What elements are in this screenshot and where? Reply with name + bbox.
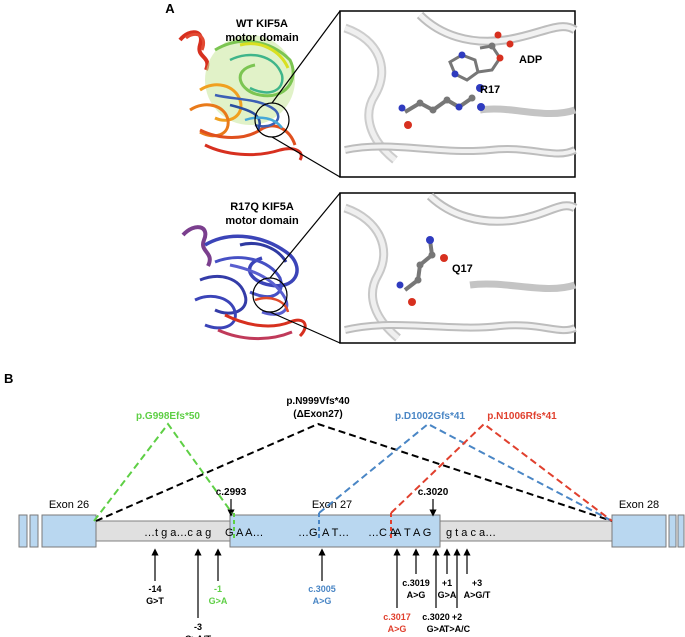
exon28-edge-2 bbox=[677, 514, 685, 548]
seq-exon-a: A A… bbox=[236, 527, 264, 539]
variant-position-label: c.3017 bbox=[383, 612, 411, 622]
wt-r17-sidechain bbox=[398, 84, 485, 129]
variant-change-label: A>G/T bbox=[464, 590, 491, 600]
wt-zoom-line-top bbox=[271, 10, 341, 104]
pos-c3020-label: c.3020 bbox=[418, 487, 449, 498]
wt-adp-molecule bbox=[448, 31, 514, 82]
variant-change-label: C>A/T bbox=[185, 634, 212, 637]
wt-zoom-line-bottom bbox=[271, 136, 341, 178]
variant-position-label: c.3005 bbox=[308, 584, 336, 594]
variant-change-label: A>G bbox=[388, 624, 407, 634]
exon28-box bbox=[611, 514, 667, 548]
variant-change-label: T>A/C bbox=[444, 624, 471, 634]
panel-b-letter: B bbox=[4, 371, 13, 386]
mut-title-line2: motor domain bbox=[225, 215, 299, 227]
variant-change-label: G>A bbox=[209, 596, 228, 606]
fs-n999-label-2: (ΔExon27) bbox=[293, 409, 342, 420]
wt-protein-structure bbox=[178, 30, 303, 161]
panel-a-letter: A bbox=[165, 1, 175, 16]
exon27-box bbox=[229, 514, 441, 548]
r17q-zoom-line-top bbox=[269, 192, 341, 279]
fs-n1006-label: p.N1006Rfs*41 bbox=[487, 411, 557, 422]
fs-g998-label: p.G998Efs*50 bbox=[136, 411, 200, 422]
variant-position-label: -14 bbox=[148, 584, 161, 594]
seq-mid-1: …G bbox=[298, 527, 318, 539]
variant-position-label: -3 bbox=[194, 622, 202, 632]
seq-mid-3: …C A bbox=[368, 527, 397, 539]
splice-n1006rfs bbox=[390, 422, 613, 522]
wt-title-line1: WT KIF5A bbox=[236, 18, 288, 30]
variant-change-label: G>T bbox=[146, 596, 164, 606]
q17-label: Q17 bbox=[452, 263, 473, 275]
variant-change-label: A>G bbox=[407, 590, 426, 600]
variant-change-label: A>G bbox=[313, 596, 332, 606]
variant-position-label: c.3019 bbox=[402, 578, 430, 588]
variant-position-label: c.3020 bbox=[422, 612, 450, 622]
exon26-edge-2 bbox=[29, 514, 39, 548]
r17q-zoom-line-bottom bbox=[269, 311, 341, 344]
exon26-box bbox=[41, 514, 97, 548]
seq-red-a: A bbox=[394, 527, 402, 539]
seq-exon-end: T A G bbox=[404, 527, 431, 539]
q17-sidechain bbox=[396, 236, 448, 306]
exon26-edge-1 bbox=[18, 514, 28, 548]
fs-n999-label-1: p.N999Vfs*40 bbox=[286, 396, 350, 407]
variant-position-label: +2 bbox=[452, 612, 462, 622]
pos-c2993-label: c.2993 bbox=[216, 487, 247, 498]
variant-position-label: +3 bbox=[472, 578, 482, 588]
variant-arrows: -14G>T-3C>A/T-1G>Ac.3005A>Gc.3017A>Gc.30… bbox=[146, 548, 491, 637]
r17q-zoom-ribbons bbox=[343, 192, 578, 342]
adp-label: ADP bbox=[519, 54, 542, 66]
exon26-label: Exon 26 bbox=[49, 499, 89, 511]
fs-d1002-label: p.D1002Gfs*41 bbox=[395, 411, 465, 422]
splice-d1002gfs bbox=[318, 422, 613, 522]
exon28-edge-1 bbox=[668, 514, 677, 548]
exon28-label: Exon 28 bbox=[619, 499, 659, 511]
exon27-label: Exon 27 bbox=[312, 499, 352, 511]
splice-n999vfs bbox=[95, 422, 613, 522]
r17q-protein-structure bbox=[181, 225, 307, 341]
variant-position-label: -1 bbox=[214, 584, 222, 594]
seq-intron-right: g t a c a… bbox=[446, 527, 496, 539]
splice-g998efs bbox=[93, 422, 233, 522]
r17-label: R17 bbox=[480, 84, 500, 96]
seq-exon-start: G bbox=[225, 527, 234, 539]
seq-mid-2: A T… bbox=[322, 527, 349, 539]
variant-position-label: +1 bbox=[442, 578, 452, 588]
wt-zoom-ribbons bbox=[343, 11, 578, 164]
variant-change-label: G>A bbox=[427, 624, 446, 634]
wt-title-line2: motor domain bbox=[225, 32, 299, 44]
seq-intron-left: …t g a…c a g bbox=[144, 527, 211, 539]
variant-change-label: G>A bbox=[438, 590, 457, 600]
mut-title-line1: R17Q KIF5A bbox=[230, 201, 294, 213]
